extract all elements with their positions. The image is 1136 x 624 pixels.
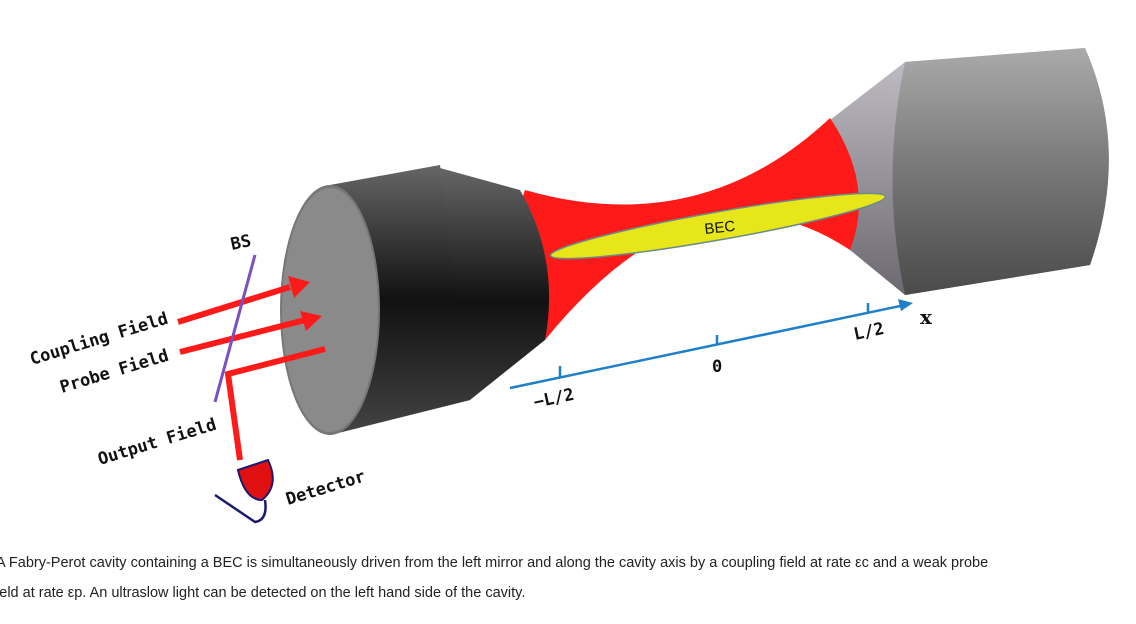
caption-line-2: field at rate εp. An ultraslow light can… (0, 585, 526, 601)
tick-zero: 0 (712, 357, 722, 377)
probe-arrow-icon (300, 311, 322, 331)
output-label: Output Field (96, 415, 219, 470)
bec-label: BEC (704, 218, 737, 238)
detector-label: Detector (284, 467, 368, 510)
axis-arrow-icon (898, 299, 913, 311)
field-beams (177, 284, 326, 461)
bec-cloud (549, 192, 887, 260)
cavity-beam (516, 118, 859, 340)
axis-label-x: x (920, 305, 933, 329)
caption-line-1: A Fabry-Perot cavity containing a BEC is… (0, 555, 989, 571)
x-axis (509, 303, 906, 390)
left-mirror (280, 165, 550, 435)
tick-pos-half: L/2 (852, 319, 886, 345)
right-mirror (830, 48, 1109, 295)
coupling-arrow-icon (288, 276, 310, 298)
bs-label: BS (229, 231, 253, 255)
tick-neg-half: −L/2 (532, 385, 576, 413)
detector-icon (214, 458, 274, 524)
fabry-perot-diagram: BEC −L/2 0 L/2 x BS Coupling Field Probe… (28, 48, 1109, 524)
beam-splitter (213, 254, 257, 403)
